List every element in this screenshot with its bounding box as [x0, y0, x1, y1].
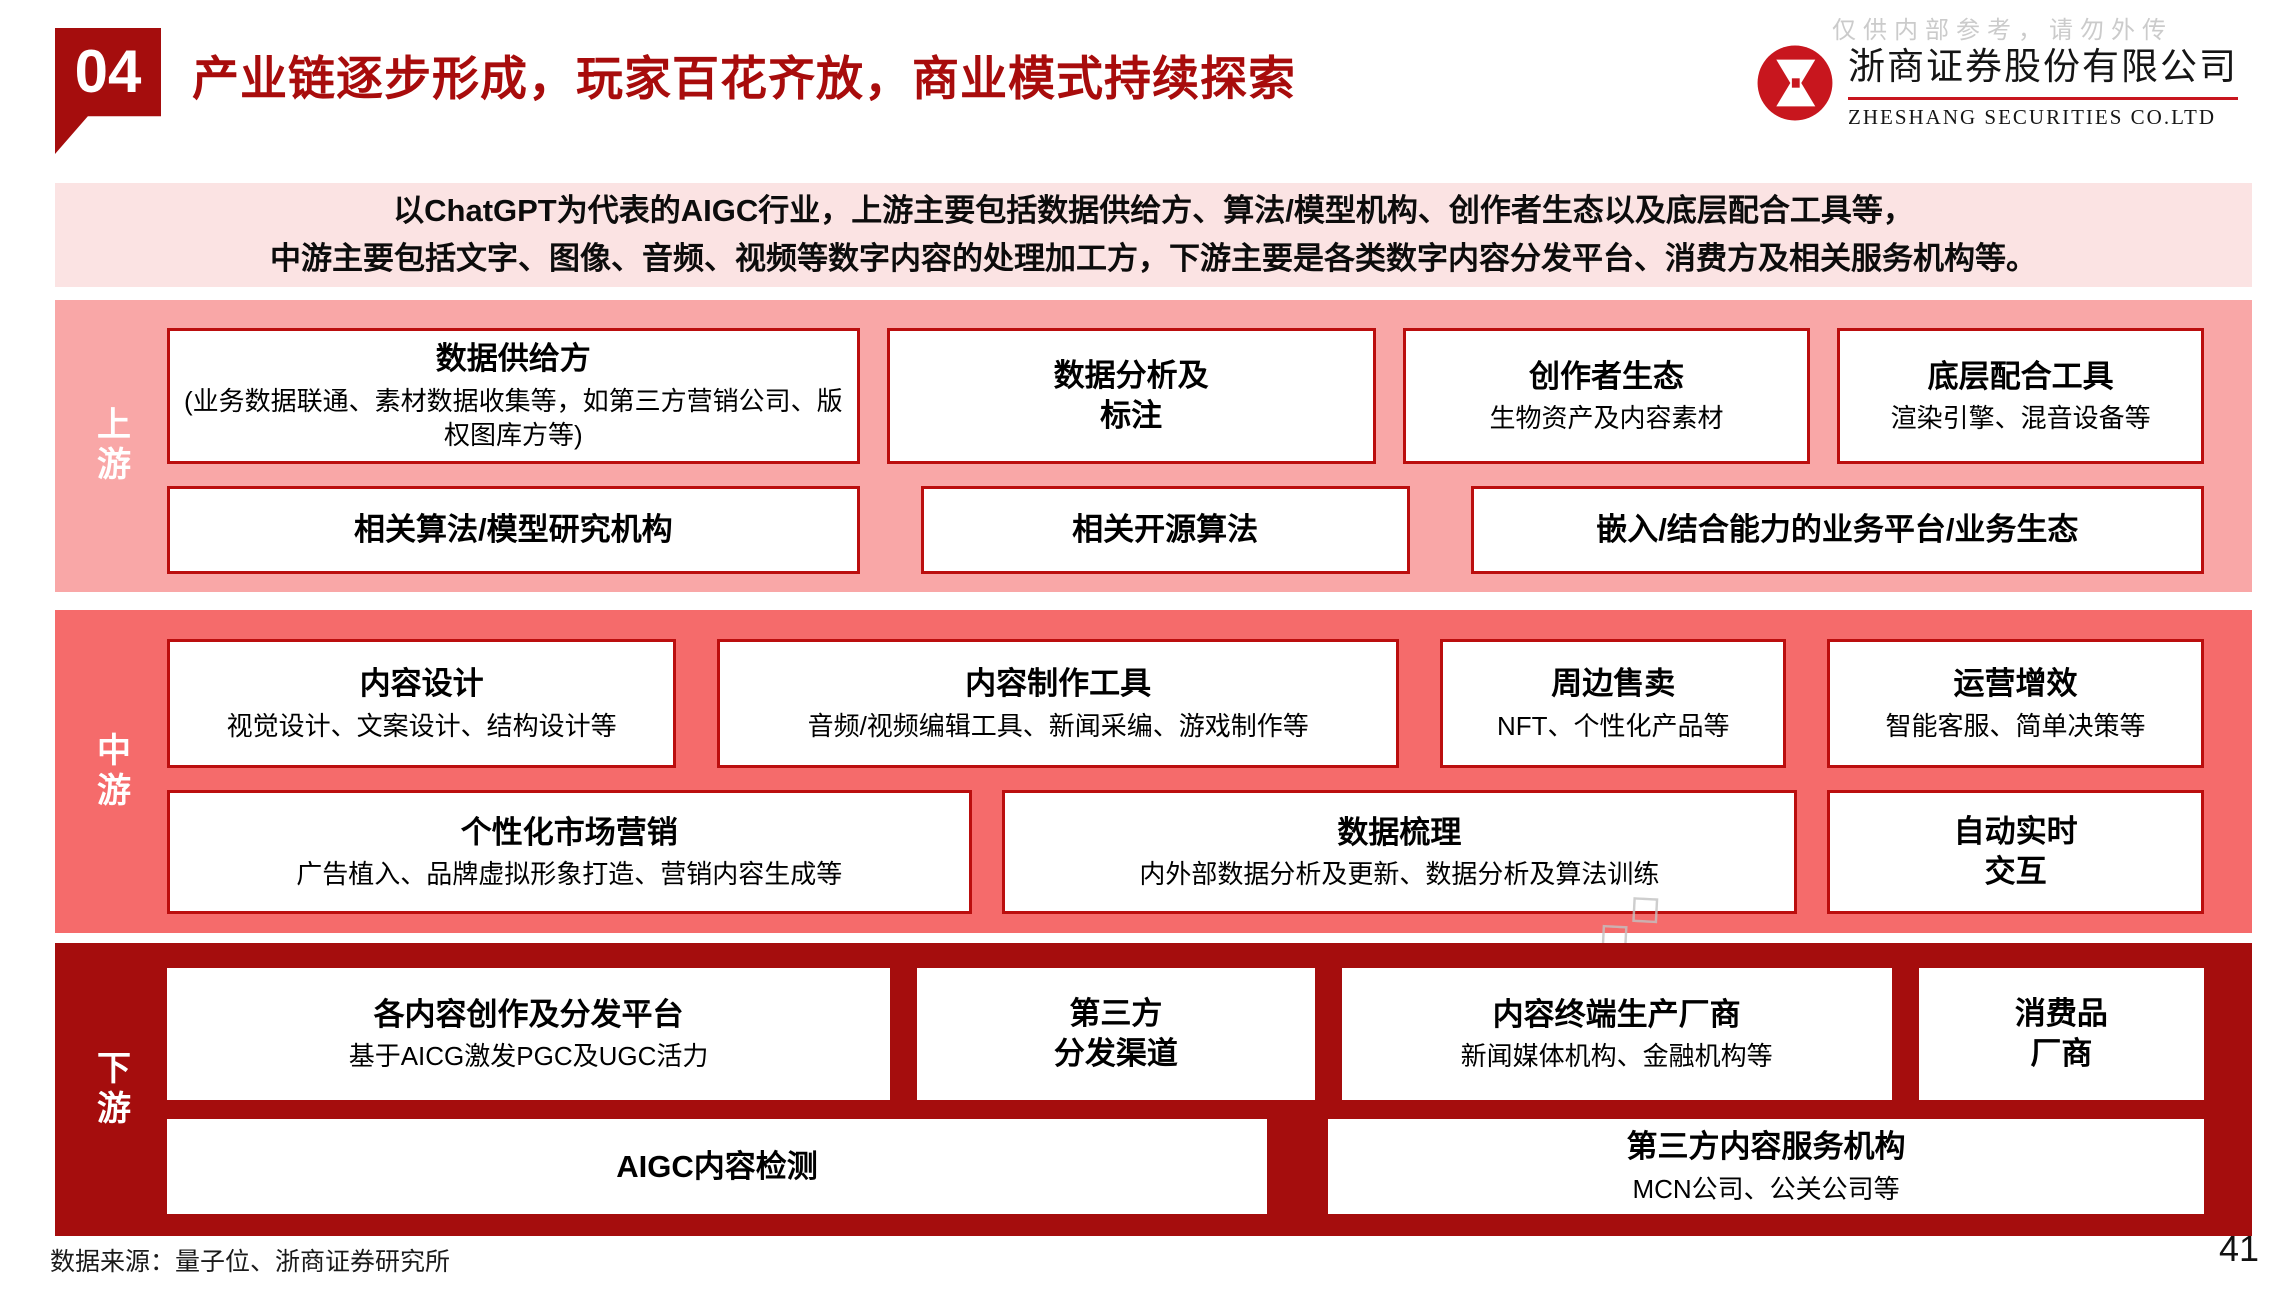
box-title: 相关开源算法: [1072, 512, 1259, 548]
box-title: 内容设计: [359, 666, 484, 701]
box-title: 数据梳理: [1337, 814, 1462, 850]
box-title: 个性化市场营销: [460, 814, 678, 850]
intro-banner-line2: 中游主要包括文字、图像、音频、视频等数字内容的处理加工方，下游主要是各类数字内容…: [270, 241, 2037, 276]
box-subtitle: 广告植入、品牌虚拟形象打造、营销内容生成等: [296, 859, 843, 890]
box-consumer-goods-manufacturers: 消费品 厂商: [1918, 968, 2204, 1100]
midstream-row-2: 个性化市场营销 广告植入、品牌虚拟形象打造、营销内容生成等 数据梳理 内外部数据…: [167, 790, 2204, 914]
box-title: 相关算法/模型研究机构: [353, 512, 673, 548]
box-auto-realtime-interaction: 自动实时 交互: [1827, 790, 2204, 914]
box-peripheral-sales: 周边售卖 NFT、个性化产品等: [1440, 639, 1787, 768]
box-title: 数据供给方: [435, 341, 591, 377]
box-content-platforms: 各内容创作及分发平台 基于AICG激发PGC及UGC活力: [167, 968, 891, 1100]
band-upstream-content: 数据供给方 (业务数据联通、素材数据收集等，如第三方营销公司、版权图库方等) 数…: [167, 300, 2204, 592]
box-personalized-marketing: 个性化市场营销 广告植入、品牌虚拟形象打造、营销内容生成等: [167, 790, 972, 914]
box-title: 自动实时 交互: [1953, 814, 2078, 889]
band-upstream: 上游 数据供给方 (业务数据联通、素材数据收集等，如第三方营销公司、版权图库方等…: [55, 300, 2252, 592]
box-title: 消费品 厂商: [2014, 996, 2108, 1071]
box-title: 第三方 分发渠道: [1053, 996, 1178, 1071]
section-number: 04: [74, 38, 142, 105]
box-subtitle: 内外部数据分析及更新、数据分析及算法训练: [1139, 859, 1660, 890]
intro-banner-line1: 以ChatGPT为代表的AIGC行业，上游主要包括数据供给方、算法/模型机构、创…: [393, 193, 1914, 228]
page-title: 产业链逐步形成，玩家百花齐放，商业模式持续探索: [192, 52, 1296, 105]
box-title: 创作者生态: [1528, 358, 1684, 394]
band-upstream-label: 上游: [91, 406, 130, 486]
band-downstream-label: 下游: [91, 1049, 130, 1130]
box-content-design: 内容设计 视觉设计、文案设计、结构设计等: [167, 639, 677, 768]
box-subtitle: 基于AICG激发PGC及UGC活力: [348, 1041, 709, 1072]
box-title: 周边售卖: [1551, 666, 1676, 701]
box-title: 运营增效: [1953, 666, 2078, 701]
upstream-row-2: 相关算法/模型研究机构 相关开源算法 嵌入/结合能力的业务平台/业务生态: [167, 486, 2204, 574]
logo-company-name-en: ZHESHANG SECURITIES CO.LTD: [1848, 105, 2216, 129]
box-open-source-algorithms: 相关开源算法: [920, 486, 1410, 574]
box-subtitle: 音频/视频编辑工具、新闻采编、游戏制作等: [807, 710, 1309, 741]
midstream-row-1: 内容设计 视觉设计、文案设计、结构设计等 内容制作工具 音频/视频编辑工具、新闻…: [167, 639, 2204, 768]
band-downstream: 下游 各内容创作及分发平台 基于AICG激发PGC及UGC活力 第三方 分发渠道…: [55, 943, 2252, 1236]
box-subtitle: 智能客服、简单决策等: [1885, 710, 2146, 741]
box-title: 各内容创作及分发平台: [373, 996, 684, 1032]
box-content-creation-tools: 内容制作工具 音频/视频编辑工具、新闻采编、游戏制作等: [716, 639, 1400, 768]
box-operation-efficiency: 运营增效 智能客服、简单决策等: [1827, 639, 2204, 768]
box-embedded-business-platform: 嵌入/结合能力的业务平台/业务生态: [1470, 486, 2204, 574]
upstream-row-1: 数据供给方 (业务数据联通、素材数据收集等，如第三方营销公司、版权图库方等) 数…: [167, 328, 2204, 464]
logo-company-name-cn: 浙商证券股份有限公司: [1848, 36, 2238, 100]
box-aigc-content-detection: AIGC内容检测: [167, 1119, 1267, 1214]
logo-text-block: 浙商证券股份有限公司 ZHESHANG SECURITIES CO.LTD: [1848, 36, 2238, 130]
box-title: 内容制作工具: [965, 666, 1152, 701]
downstream-row-2: AIGC内容检测 第三方内容服务机构 MCN公司、公关公司等: [167, 1119, 2204, 1214]
zheshang-securities-logo-icon: [1757, 45, 1833, 121]
box-data-sorting: 数据梳理 内外部数据分析及更新、数据分析及算法训练: [1002, 790, 1797, 914]
band-midstream-label: 中游: [91, 731, 130, 812]
box-creator-ecosystem: 创作者生态 生物资产及内容素材: [1402, 328, 1811, 464]
band-midstream-content: 内容设计 视觉设计、文案设计、结构设计等 内容制作工具 音频/视频编辑工具、新闻…: [167, 610, 2204, 933]
data-source-note: 数据来源：量子位、浙商证券研究所: [50, 1248, 451, 1276]
box-third-party-distribution: 第三方 分发渠道: [917, 968, 1315, 1100]
box-underlying-tools: 底层配合工具 渲染引擎、混音设备等: [1837, 328, 2204, 464]
box-title: 第三方内容服务机构: [1626, 1129, 1906, 1164]
box-subtitle: MCN公司、公关公司等: [1632, 1173, 1900, 1204]
box-subtitle: (业务数据联通、素材数据收集等，如第三方营销公司、版权图库方等): [183, 386, 843, 451]
downstream-row-1: 各内容创作及分发平台 基于AICG激发PGC及UGC活力 第三方 分发渠道 内容…: [167, 968, 2204, 1100]
box-data-analysis-labeling: 数据分析及 标注: [886, 328, 1376, 464]
box-subtitle: 生物资产及内容素材: [1489, 403, 1724, 434]
confidential-watermark: 仅供内部参考，请勿外传: [1832, 17, 2173, 44]
box-subtitle: NFT、个性化产品等: [1496, 710, 1730, 741]
box-title: 嵌入/结合能力的业务平台/业务生态: [1596, 512, 2079, 548]
box-title: 数据分析及 标注: [1053, 358, 1209, 433]
box-title: 底层配合工具: [1927, 358, 2114, 394]
box-third-party-content-services: 第三方内容服务机构 MCN公司、公关公司等: [1328, 1119, 2204, 1214]
box-content-terminal-manufacturers: 内容终端生产厂商 新闻媒体机构、金融机构等: [1341, 968, 1892, 1100]
band-downstream-content: 各内容创作及分发平台 基于AICG激发PGC及UGC活力 第三方 分发渠道 内容…: [167, 943, 2204, 1236]
box-subtitle: 视觉设计、文案设计、结构设计等: [226, 710, 617, 741]
company-logo: 浙商证券股份有限公司 ZHESHANG SECURITIES CO.LTD: [1756, 36, 2238, 130]
box-subtitle: 新闻媒体机构、金融机构等: [1460, 1041, 1773, 1072]
section-number-badge: 04: [55, 28, 161, 154]
box-data-supplier: 数据供给方 (业务数据联通、素材数据收集等，如第三方营销公司、版权图库方等): [167, 328, 860, 464]
band-midstream: 中游 内容设计 视觉设计、文案设计、结构设计等 内容制作工具 音频/视频编辑工具…: [55, 610, 2252, 933]
intro-banner: 以ChatGPT为代表的AIGC行业，上游主要包括数据供给方、算法/模型机构、创…: [55, 183, 2252, 287]
box-title: 内容终端生产厂商: [1492, 996, 1741, 1032]
box-subtitle: 渲染引擎、混音设备等: [1890, 403, 2151, 434]
box-algorithm-model-research: 相关算法/模型研究机构: [167, 486, 860, 574]
box-title: AIGC内容检测: [616, 1148, 818, 1184]
